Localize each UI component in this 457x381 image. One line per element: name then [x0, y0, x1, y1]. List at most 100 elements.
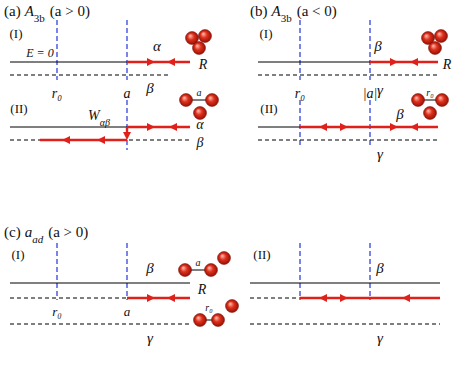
atom: [435, 30, 448, 43]
dimer-bonds: [191, 100, 436, 320]
label-anchor: R: [199, 56, 208, 72]
label-anchor: (a < 0): [297, 3, 337, 19]
threshold-line: [56, 20, 57, 80]
label-anchor: R: [443, 56, 452, 72]
label-anchor: (II): [260, 100, 277, 116]
threshold-line: [299, 243, 300, 300]
label-anchor: A: [272, 3, 281, 19]
arrowhead: [340, 123, 348, 131]
label-part: 3b: [34, 12, 45, 24]
threshold-line: [126, 20, 127, 80]
figure-label: (b): [250, 3, 268, 19]
figure-label: γ: [377, 146, 383, 162]
figure-label: a: [124, 86, 131, 101]
atom: [193, 42, 206, 55]
dimer-bond: [424, 100, 436, 101]
channel-level: [10, 61, 190, 62]
bound-level: [258, 139, 438, 140]
figure-label: (a): [4, 3, 21, 19]
label-anchor: R: [198, 281, 207, 297]
figure-label: r₀: [295, 86, 305, 101]
bound-level: [10, 323, 190, 324]
arrowhead: [402, 294, 410, 302]
label-anchor: A: [25, 3, 34, 19]
figure-label: E = 0: [26, 46, 53, 60]
arrowhead: [123, 132, 131, 140]
figure-label: β: [146, 80, 153, 96]
threshold-levels: [10, 62, 440, 283]
threshold-line: [56, 243, 57, 300]
atoms: [179, 30, 449, 327]
threshold-line: [369, 100, 370, 148]
figure-label: β: [197, 135, 204, 150]
arrowhead: [147, 123, 155, 131]
label-anchor: β: [197, 134, 204, 150]
label-anchor: a: [197, 83, 202, 99]
bound-level: [258, 74, 438, 75]
figure-label: a: [196, 257, 201, 268]
atom: [180, 94, 193, 107]
label-anchor: r₀: [295, 85, 305, 101]
label-anchor: αβ: [100, 113, 110, 129]
arrowhead: [167, 294, 175, 302]
label-anchor: 3b: [281, 9, 292, 25]
atom: [412, 94, 425, 107]
figure-label: r₀: [52, 304, 62, 319]
wave-path: [127, 297, 190, 299]
label-anchor: a: [25, 224, 33, 240]
atom: [436, 94, 449, 107]
label-part: A: [25, 3, 34, 19]
figure-label: r₀: [205, 302, 212, 313]
label-anchor: a: [196, 253, 201, 269]
label-anchor: |a|: [363, 85, 378, 101]
wave-path: [370, 61, 438, 63]
label-anchor: γ: [377, 82, 383, 98]
label-anchor: W: [88, 107, 100, 123]
label-anchor: r₀: [52, 303, 62, 319]
figure-label: R: [198, 282, 207, 297]
label-anchor: (II): [253, 246, 270, 262]
atom: [212, 314, 225, 327]
arrowhead: [147, 294, 155, 302]
label-anchor: γ: [147, 330, 153, 346]
figure-label: (II): [260, 101, 277, 116]
label-anchor: γ: [377, 146, 383, 162]
figure-label: R: [443, 57, 452, 72]
figure-label: γ: [377, 82, 383, 98]
label-anchor: (II): [10, 100, 27, 116]
label-anchor: (b): [250, 3, 268, 19]
label-anchor: (a): [4, 3, 21, 19]
arrowhead: [319, 294, 327, 302]
threshold-line: [299, 20, 300, 80]
wave-path: [127, 61, 190, 63]
label-anchor: (a > 0): [48, 224, 88, 240]
bound-level: [250, 323, 440, 324]
arrowhead: [319, 123, 327, 131]
arrowhead: [390, 58, 398, 66]
figure-label: β: [376, 260, 383, 276]
threshold-line: [299, 100, 300, 148]
figure-label: γ: [377, 330, 383, 346]
bound-level: [10, 74, 170, 75]
atom: [424, 107, 437, 120]
atom: [429, 42, 442, 55]
wave-arrowheads: [62, 58, 418, 302]
label-anchor: E = 0: [26, 44, 53, 60]
label-anchor: γ: [377, 330, 383, 346]
atom: [199, 30, 212, 43]
bound-levels: [10, 75, 440, 324]
arrowhead: [147, 58, 155, 66]
label-anchor: α: [196, 116, 203, 132]
arrowhead: [97, 136, 105, 144]
label-anchor: (a > 0): [50, 3, 90, 19]
atom: [206, 94, 219, 107]
wave-paths: [40, 62, 440, 298]
label-anchor: a: [124, 85, 131, 101]
label-anchor: β: [146, 80, 153, 96]
label-anchor: β: [376, 260, 383, 276]
atom: [226, 300, 239, 313]
label-anchor: β: [146, 260, 153, 276]
